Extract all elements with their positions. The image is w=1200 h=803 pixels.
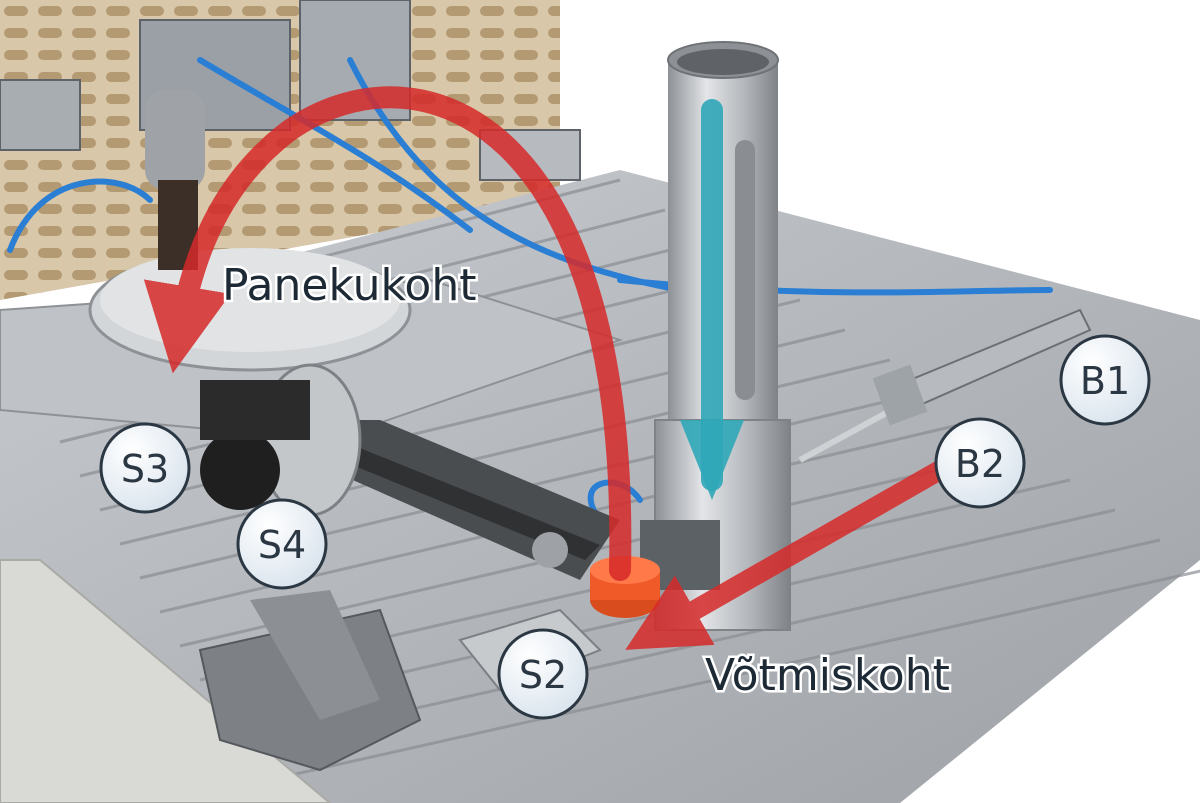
- air-tubes: [7, 57, 1053, 523]
- pickup-arrow: [625, 460, 950, 650]
- badge-s4: S4: [236, 498, 328, 590]
- badge-s2: S2: [497, 628, 589, 720]
- transfer-arrow: [143, 86, 632, 581]
- badge-s3-label: S3: [121, 447, 169, 491]
- terminal-block: [198, 590, 422, 772]
- feed-arrow: [680, 99, 744, 500]
- linear-cylinder: [798, 308, 1092, 463]
- badge-b2: B2: [934, 417, 1026, 509]
- rotary-drive: [200, 363, 362, 517]
- placement-point-label: Panekukoht: [222, 260, 476, 311]
- curved-arrow-icon: [143, 86, 632, 581]
- badge-b1-label: B1: [1080, 359, 1130, 403]
- badge-s2-label: S2: [519, 653, 567, 697]
- badge-b1: B1: [1059, 334, 1151, 426]
- swing-arm: [330, 420, 620, 580]
- badge-b2-label: B2: [955, 442, 1005, 486]
- badge-s3: S3: [99, 422, 191, 514]
- table-rail: [259, 569, 1200, 784]
- arrow-icon: [625, 460, 950, 650]
- badge-s4-label: S4: [258, 523, 306, 567]
- pickup-point-label: Võtmiskoht: [705, 650, 950, 701]
